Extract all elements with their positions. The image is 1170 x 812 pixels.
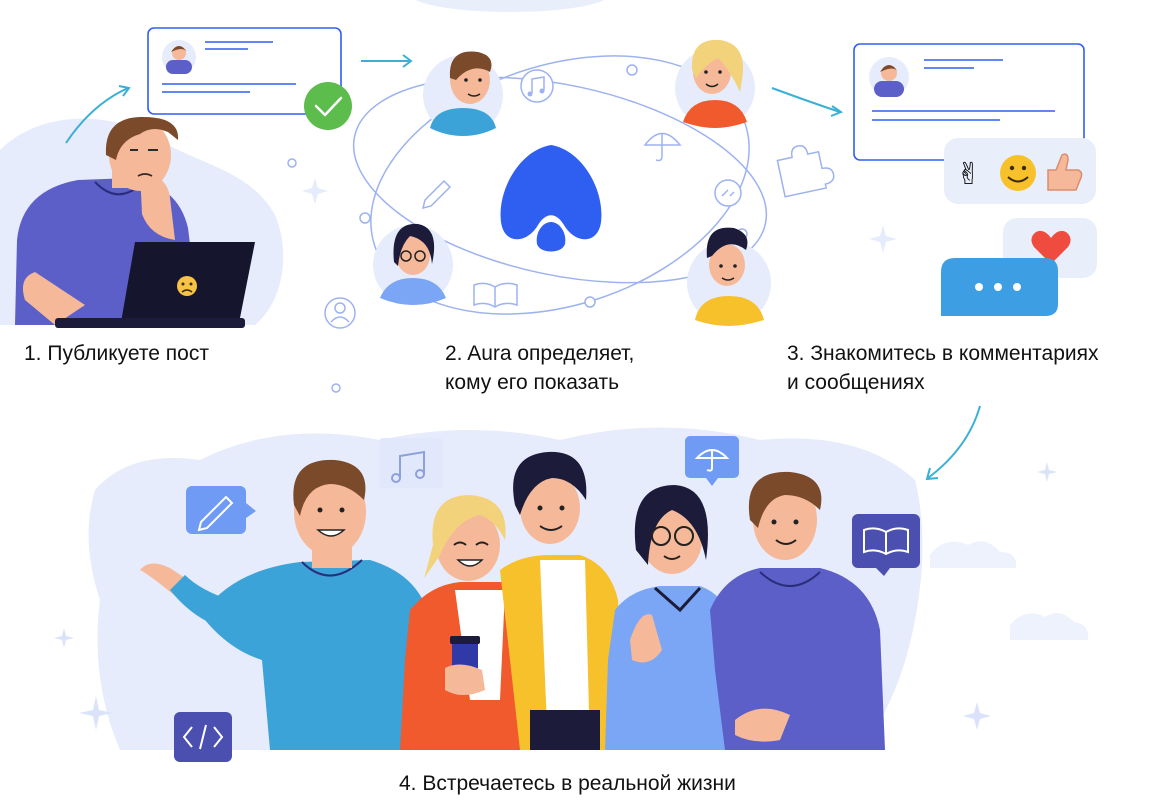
book-icon bbox=[852, 514, 920, 576]
smile-emoji bbox=[1000, 155, 1036, 191]
avatar bbox=[675, 39, 755, 128]
person-glasses bbox=[605, 485, 730, 750]
step-3-scene: ✌ bbox=[853, 43, 1097, 481]
arrow bbox=[65, 87, 129, 144]
post-text-lines bbox=[162, 41, 296, 93]
sad-emoji bbox=[177, 276, 197, 296]
pencil-icon bbox=[421, 179, 452, 210]
pencil-icon bbox=[186, 486, 256, 534]
arrow bbox=[771, 87, 841, 113]
top-glow bbox=[415, 0, 605, 12]
caption-line: кому его показать bbox=[445, 371, 620, 394]
sparkle bbox=[869, 225, 897, 253]
peace-hand-emoji: ✌ bbox=[956, 157, 981, 192]
comment-text-lines bbox=[872, 59, 1055, 121]
step-2-scene bbox=[287, 39, 844, 393]
user-icon bbox=[324, 297, 356, 329]
caption-line: и сообщениях bbox=[787, 371, 925, 394]
umbrella-icon bbox=[643, 132, 682, 162]
orbit-ellipses bbox=[352, 55, 768, 315]
avatar bbox=[162, 40, 196, 74]
person-purple-sweater bbox=[710, 471, 885, 750]
caption-line: 2. Aura определяет, bbox=[445, 342, 635, 365]
book-icon bbox=[473, 282, 518, 308]
person-yellow-jacket bbox=[500, 451, 625, 750]
avatar bbox=[373, 223, 453, 305]
heart-icon bbox=[1031, 230, 1071, 264]
avatar bbox=[423, 51, 503, 136]
caption-line: 1. Публикуете пост bbox=[24, 342, 209, 365]
link-icon bbox=[714, 179, 742, 207]
cloud bbox=[930, 541, 1017, 568]
sparkle bbox=[302, 178, 328, 204]
check-icon bbox=[304, 82, 352, 130]
music-note-icon bbox=[379, 438, 443, 488]
step-1-scene bbox=[0, 27, 413, 328]
sparkles bbox=[54, 462, 1057, 730]
music-note-icon bbox=[520, 69, 554, 103]
umbrella-icon bbox=[685, 436, 739, 486]
thumbs-up-emoji bbox=[1047, 153, 1083, 191]
caption-line: 3. Знакомитесь в комментариях bbox=[787, 342, 1099, 365]
avatar bbox=[869, 57, 909, 97]
step-1-caption: 1. Публикуете пост bbox=[24, 339, 209, 368]
person-blue-sweater bbox=[140, 459, 440, 750]
puzzle-icon bbox=[776, 144, 835, 198]
arrow bbox=[927, 405, 981, 479]
caption-line: 4. Встречаетесь в реальной жизни bbox=[399, 772, 736, 795]
avatar bbox=[687, 227, 771, 326]
aura-logo bbox=[500, 145, 602, 252]
cloud bbox=[1010, 613, 1089, 640]
step-2-caption: 2. Aura определяет, кому его показать bbox=[445, 339, 634, 397]
code-icon bbox=[174, 712, 232, 762]
step-4-scene bbox=[54, 427, 1089, 762]
step-3-caption: 3. Знакомитесь в комментариях и сообщени… bbox=[787, 339, 1099, 397]
step-4-caption: 4. Встречаетесь в реальной жизни bbox=[399, 769, 736, 798]
